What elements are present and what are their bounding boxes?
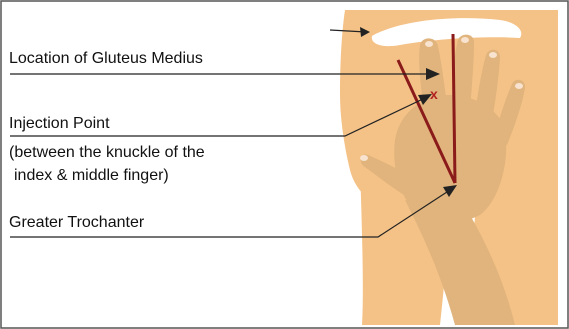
nail-little <box>515 83 523 89</box>
label-injection-detail-line1: (between the knuckle of the <box>9 143 205 163</box>
nail-ring <box>489 52 497 58</box>
nail-thumb <box>360 155 368 161</box>
nail-middle <box>461 37 469 43</box>
injection-marker: x <box>430 86 438 102</box>
nail-index <box>425 41 433 47</box>
triangle-line-middle <box>453 34 455 183</box>
label-injection-detail-line2: index & middle finger) <box>14 166 169 186</box>
label-injection-point: Injection Point <box>9 114 110 134</box>
label-greater-trochanter: Greater Trochanter <box>9 213 144 233</box>
label-gluteus-medius: Location of Gluteus Medius <box>9 49 203 69</box>
